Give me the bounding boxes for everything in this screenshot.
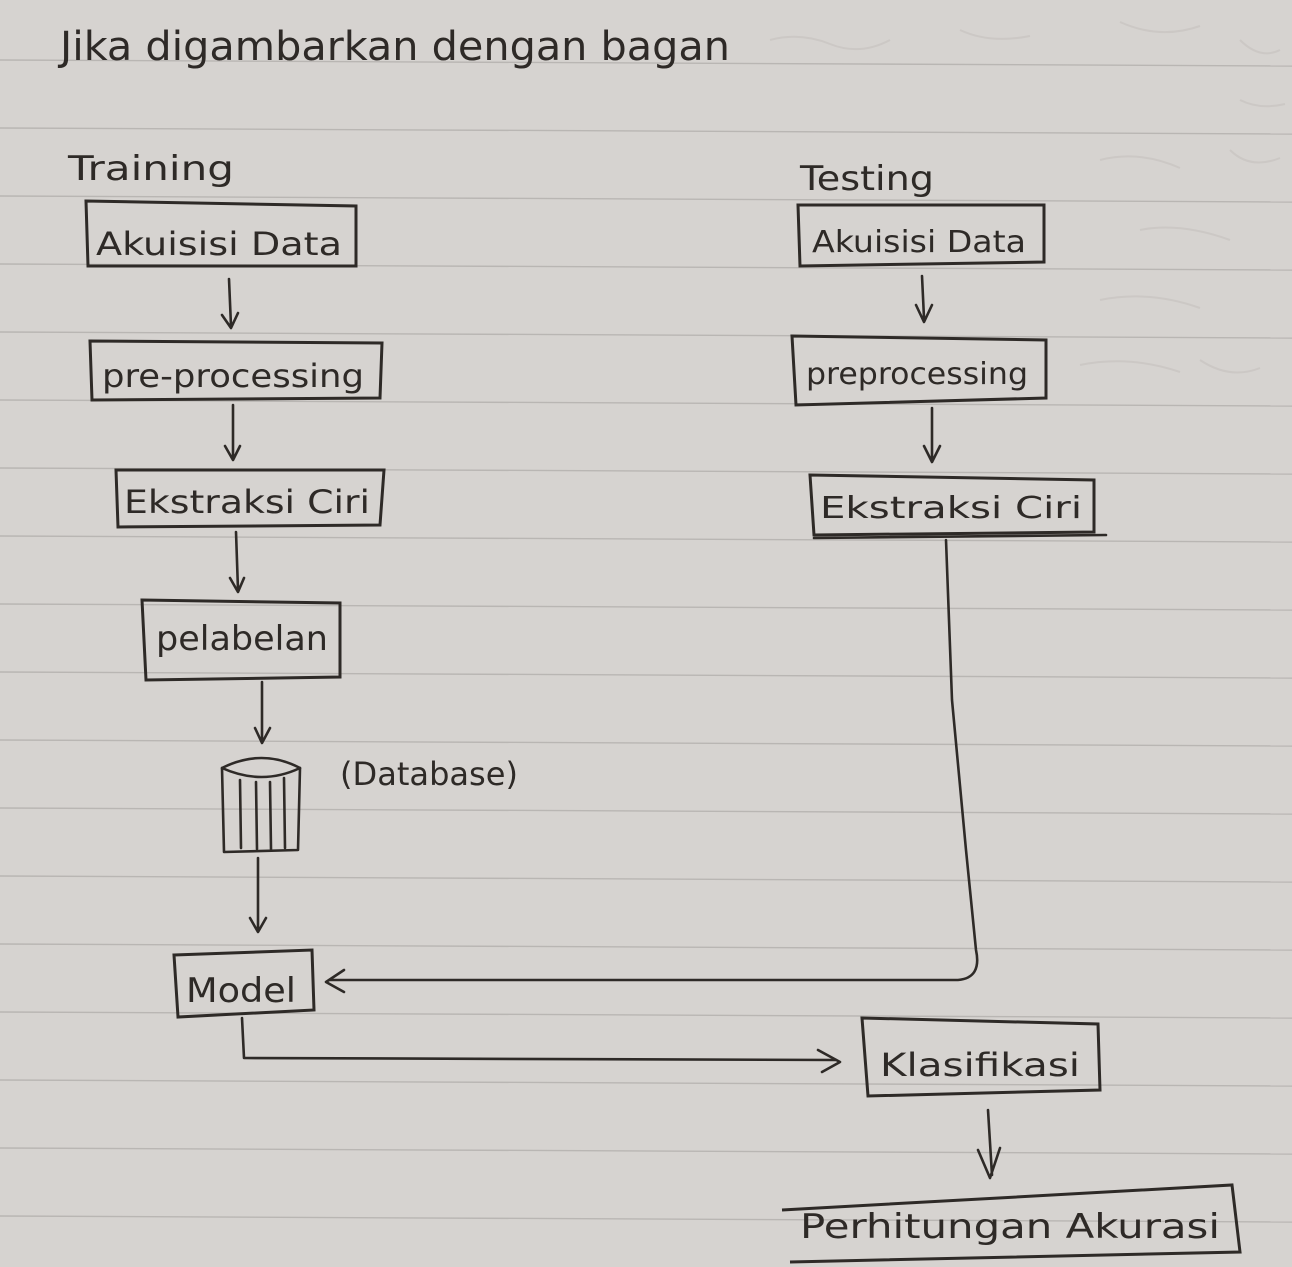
ruled-line [0,1011,1292,1019]
arrow-database-to-model [248,856,268,934]
arrow-testing-1 [914,274,934,324]
ruled-line [0,535,1292,543]
klasifikasi-box: Klasifikasi [860,1016,1102,1098]
ruled-line [0,195,1292,203]
bleed-through-marks [769,21,1286,374]
ruled-line [0,59,1292,67]
ruled-line [0,875,1292,883]
arrow-training-1 [220,277,240,330]
arrow-training-4 [253,680,272,745]
arrow-training-2 [223,403,242,462]
testing-step-label: Ekstraksi Ciri [820,491,1082,526]
arrow-klasifikasi-to-akurasi [976,1108,1002,1180]
ruled-line [0,1215,1292,1223]
ruled-line [0,127,1292,135]
ruled-line [0,399,1292,407]
testing-step-preprocessing: preprocessing [790,334,1048,407]
ruled-line [0,331,1292,339]
ruled-line [0,1079,1292,1087]
training-step-label: pelabelan [156,619,328,659]
testing-label: Testing [799,159,934,199]
training-step-ekstraksi-ciri: Ekstraksi Ciri [114,468,386,529]
testing-step-ekstraksi-ciri: Ekstraksi Ciri [808,473,1096,537]
akurasi-label: Perhitungan Akurasi [800,1207,1220,1247]
akurasi-box: Perhitungan Akurasi [781,1183,1242,1264]
model-label: Model [186,971,296,1011]
training-step-label: Ekstraksi Ciri [124,483,370,521]
ruled-line [0,603,1292,611]
training-label: Training [67,149,234,189]
connector-model-to-klasifikasi [240,1016,838,1062]
database-label: (Database) [340,755,518,793]
arrow-testing-2 [922,406,942,464]
training-step-label: Akuisisi Data [96,225,342,263]
ruled-line [0,671,1292,679]
klasifikasi-label: Klasifikasi [880,1046,1080,1084]
model-box: Model [172,948,316,1019]
training-step-akuisisi-data: Akuisisi Data [84,199,358,268]
arrow-training-3 [228,530,246,594]
ruled-line [0,1147,1292,1155]
arrow-head-to-model [324,968,346,994]
connector-testing-to-model [328,538,979,982]
testing-step-akuisisi-data: Akuisisi Data [796,203,1046,268]
ruled-line [0,943,1292,951]
arrow-head-to-klasifikasi [816,1048,842,1074]
training-step-pelabelan: pelabelan [140,598,342,682]
ruled-line [0,739,1292,747]
underline-ekstraksi [812,533,1108,540]
database-icon [220,756,302,854]
ruled-lines [0,59,1292,1223]
page-heading: Jika digambarkan dengan bagan [57,24,730,70]
testing-step-label: preprocessing [806,357,1028,392]
training-step-label: pre-processing [102,357,364,395]
ruled-line [0,807,1292,815]
testing-step-label: Akuisisi Data [812,225,1026,260]
training-step-pre-processing: pre-processing [88,339,384,402]
